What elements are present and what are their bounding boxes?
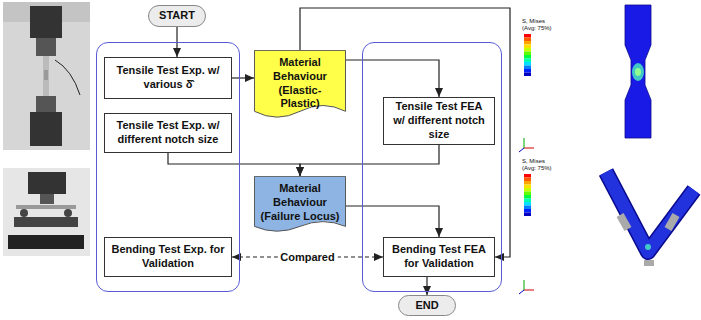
process-box: Bending Test FEA for Validation (383, 237, 495, 277)
arrow-connector (232, 77, 254, 78)
legend-caption: (Avg: 75%) (522, 25, 552, 32)
legend-caption: S, Mises (522, 158, 545, 165)
node-text: Bending Test FEA for Validation (384, 243, 494, 271)
node-text: END (409, 299, 444, 313)
group-frame: Tensile Test FEA w/ different notch size… (362, 42, 502, 292)
process-box: Bending Test Exp. for Validation (104, 237, 232, 277)
process-box: Tensile Test Exp. w/ different notch siz… (104, 113, 232, 153)
arrow-connector (346, 60, 439, 97)
node-text: Bending Test Exp. for Validation (105, 243, 231, 271)
process-box: Tensile Test Exp. w/ various δ̂ (104, 57, 232, 99)
legend-caption: S, Mises (522, 18, 545, 25)
terminal-oval: END (398, 295, 456, 316)
node-text: Material Behaviour (Elastic-Plastic) (254, 56, 346, 117)
arrow-connector (346, 206, 439, 237)
node-text: START (153, 9, 201, 23)
legend-caption: (Avg: 75%) (522, 165, 552, 172)
node-text: Tensile Test Exp. w/ various δ̂ (105, 64, 231, 92)
process-box: Tensile Test FEA w/ different notch size (383, 97, 495, 145)
arrow-connector (426, 277, 427, 295)
document-shape: Material Behaviour (Failure Locus) (254, 176, 346, 236)
group-frame: Tensile Test Exp. w/ various δ̂ Tensile T… (96, 42, 240, 292)
terminal-oval: START (148, 5, 206, 27)
arrow-connector (168, 153, 300, 176)
document-shape: Material Behaviour (Elastic-Plastic) (254, 50, 346, 123)
edge-label: Compared (277, 251, 337, 263)
node-text: Tensile Test Exp. w/ different notch siz… (105, 119, 231, 147)
arrow-connector (300, 145, 439, 176)
node-text: Material Behaviour (Failure Locus) (254, 182, 346, 229)
node-text: Tensile Test FEA w/ different notch size (384, 100, 494, 141)
